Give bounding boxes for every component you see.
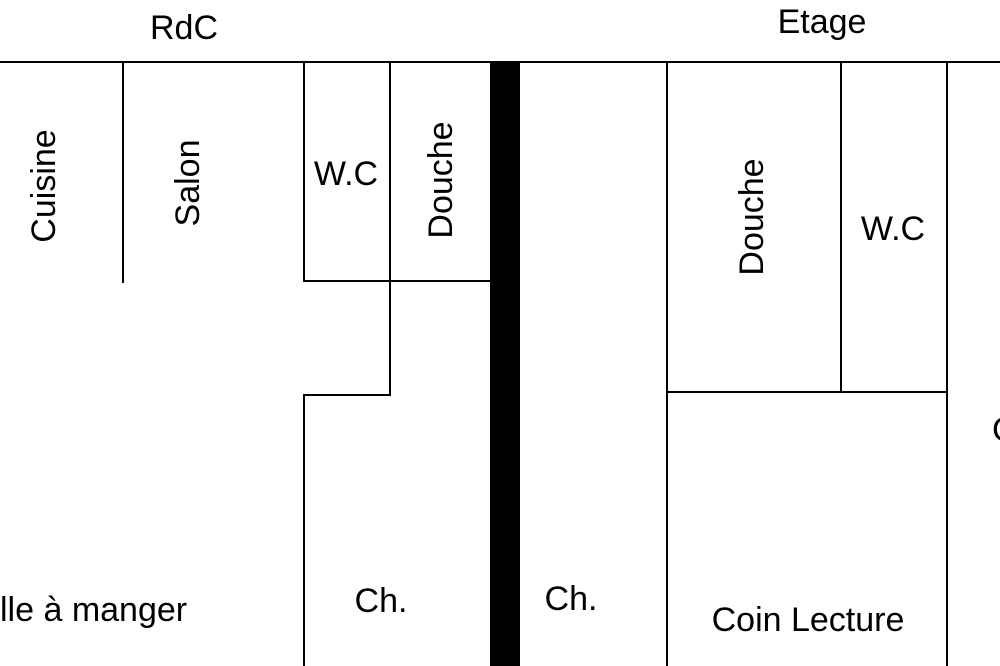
floor-title-rdc: RdC <box>149 9 219 47</box>
room-label-cut-off: C <box>992 413 1000 447</box>
room-label-cuisine: Cuisine <box>25 129 63 243</box>
room-label-douche-rdc: Douche <box>422 121 460 239</box>
room-label-chambre-rdc: Ch. <box>354 582 408 620</box>
floor-title-etage: Etage <box>777 3 867 41</box>
room-label-coin-lecture: Coin Lecture <box>711 601 905 639</box>
room-label-douche-etage: Douche <box>733 158 771 276</box>
room-label-salle-a-manger: lle à manger <box>0 591 188 629</box>
room-label-chambre-etage: Ch. <box>544 580 598 618</box>
room-label-wc-rdc: W.C <box>313 155 379 193</box>
room-label-salon: Salon <box>169 139 207 227</box>
floor-divider <box>490 62 520 666</box>
room-label-wc-etage: W.C <box>860 210 926 248</box>
